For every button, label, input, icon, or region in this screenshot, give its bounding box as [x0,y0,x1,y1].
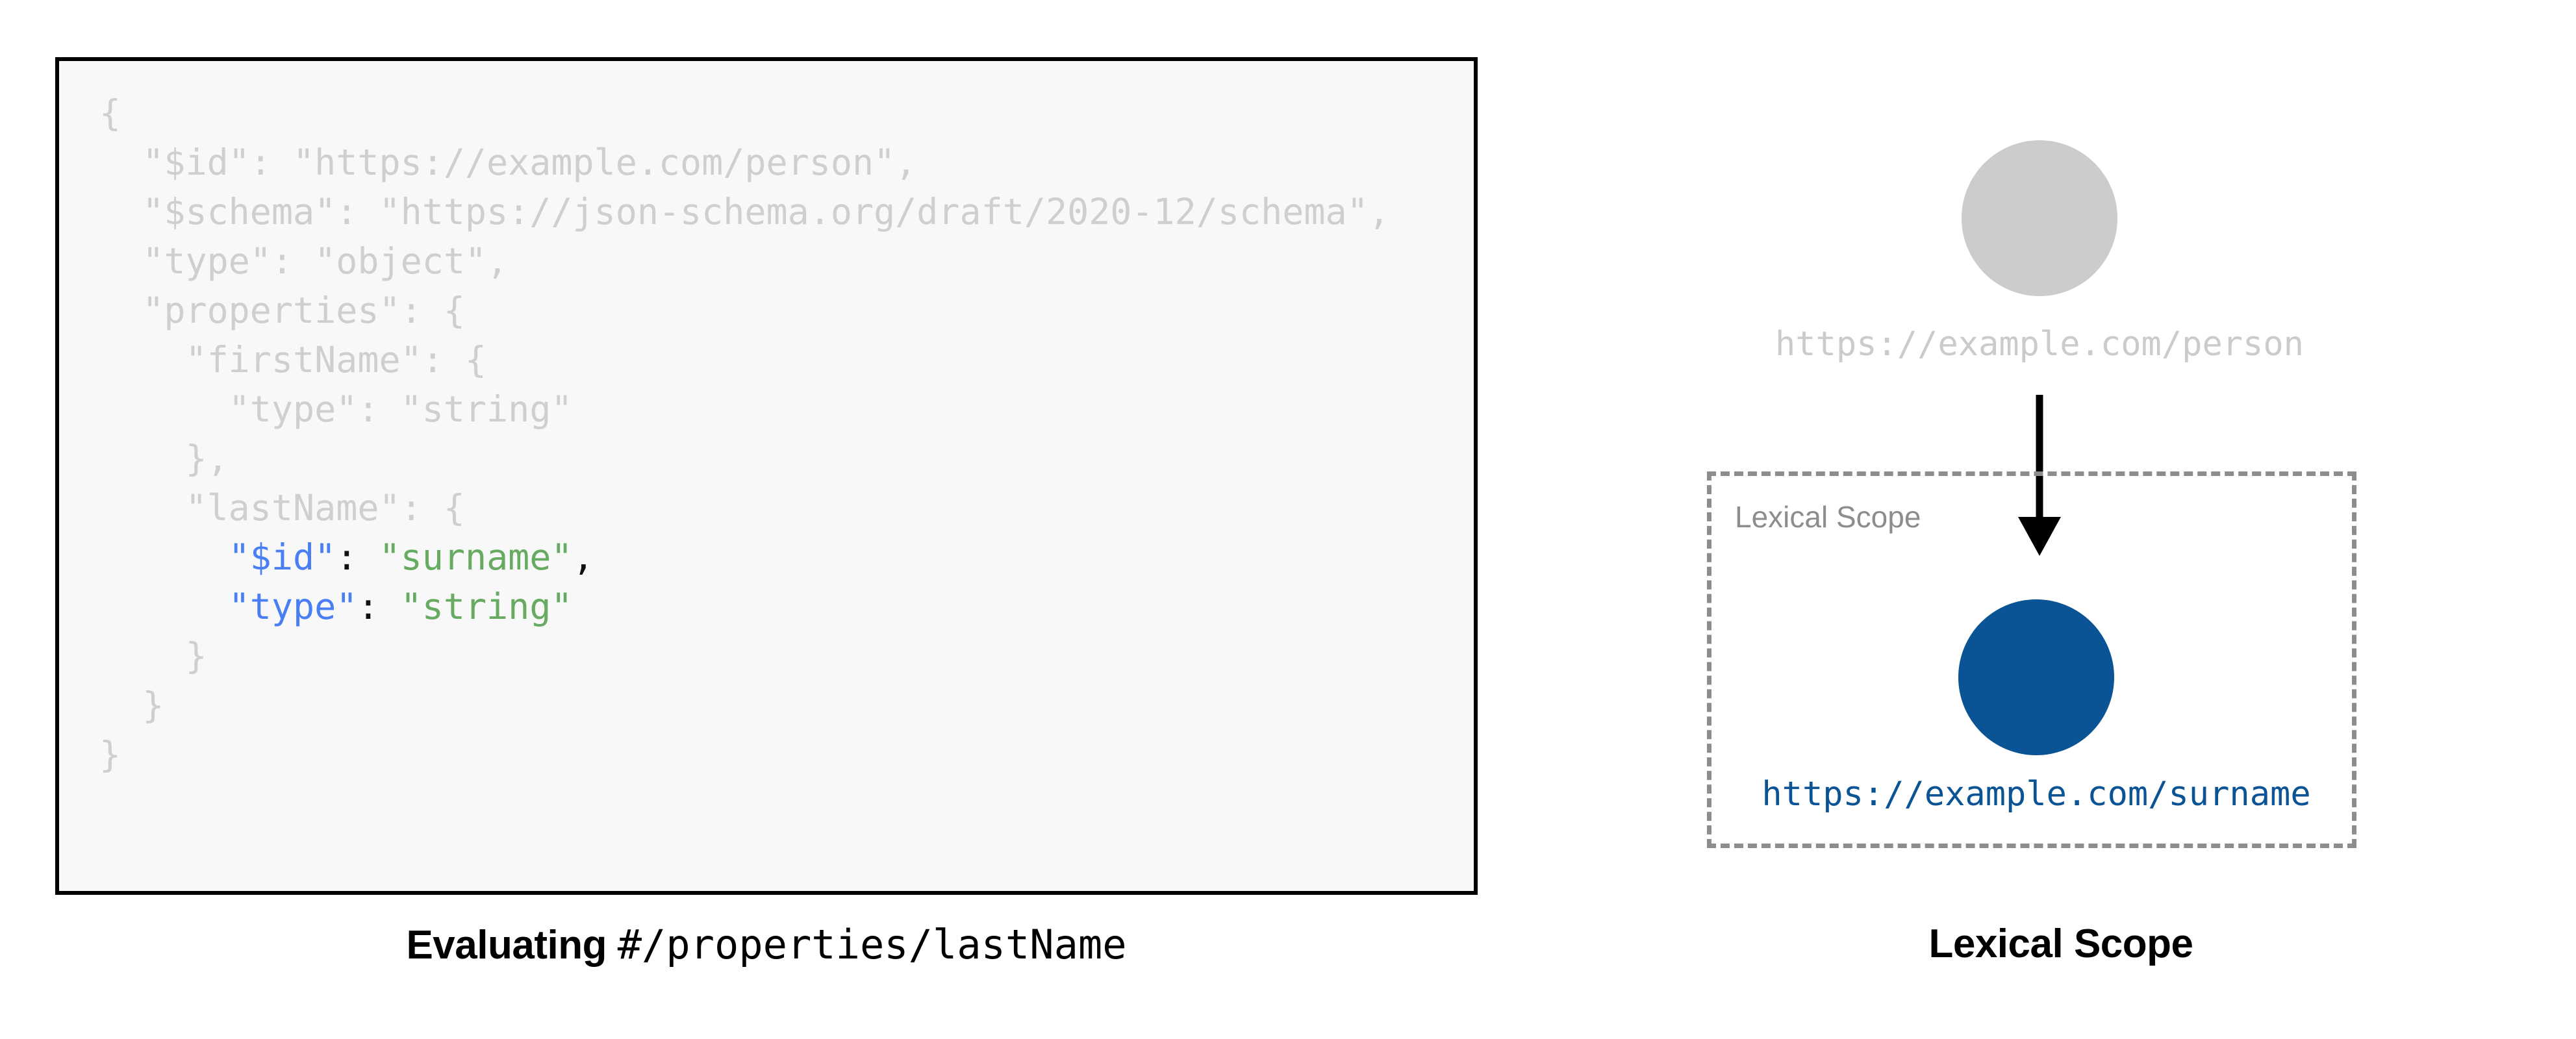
outer-schema-node-label: https://example.com/person [1775,325,2304,364]
code-indent [99,536,229,578]
code-indent [99,142,142,183]
schema-code-panel: { "$id": "https://example.com/person", "… [55,57,1478,968]
code-token: "$id": "https://example.com/person", [142,142,917,183]
left-caption-pointer: #/properties/lastName [617,921,1127,968]
code-line: "$schema": "https://json-schema.org/draf… [99,187,1390,236]
code-indent [99,290,142,331]
code-line: "type": "string" [99,384,1390,434]
inner-schema-node-label: https://example.com/surname [1762,775,2311,814]
lexical-scope-box-label: Lexical Scope [1735,500,1921,534]
code-token: "firstName": { [185,339,487,381]
code-indent [99,339,185,381]
code-line: "properties": { [99,286,1390,335]
code-line: "type": "object", [99,236,1390,286]
code-line: } [99,681,1390,730]
code-indent [99,438,185,479]
code-token: "type": "string" [228,388,573,430]
code-token: }, [185,438,229,479]
code-indent [99,240,142,282]
code-token: } [185,635,207,677]
code-line: "firstName": { [99,335,1390,384]
code-token: , [572,536,594,578]
code-token: : [336,536,379,578]
code-line: } [99,730,1390,779]
code-token: "type": "object", [142,240,509,282]
code-token: "string" [400,586,573,627]
lexical-scope-diagram-panel: https://example.com/person Lexical Scope… [1546,0,2576,1039]
code-token: "surname" [379,536,573,578]
code-token: } [99,734,121,775]
code-indent [99,487,185,529]
code-line: { [99,88,1390,138]
code-line: }, [99,434,1390,483]
code-line: "type": "string" [99,582,1390,631]
code-line: "lastName": { [99,483,1390,532]
left-caption-label: Evaluating [406,923,607,968]
json-schema-code-listing: { "$id": "https://example.com/person", "… [99,88,1390,779]
code-indent [99,191,142,232]
code-token: { [99,92,121,134]
code-token: "lastName": { [185,487,465,529]
right-caption: Lexical Scope [1928,921,2193,966]
code-token: "$schema": "https://json-schema.org/draf… [142,191,1390,232]
code-line: "$id": "https://example.com/person", [99,138,1390,187]
code-line: "$id": "surname", [99,532,1390,582]
code-token: "$id" [228,536,336,578]
code-token: "properties": { [142,290,465,331]
code-line: } [99,631,1390,681]
code-token: "type" [228,586,358,627]
lexical-scope-box: Lexical Scope https://example.com/surnam… [1707,471,2356,848]
code-indent [99,388,229,430]
inner-schema-node-circle [1958,599,2114,755]
left-caption: Evaluating #/properties/lastName [55,921,1478,968]
code-indent [99,684,142,726]
code-indent [99,586,229,627]
outer-schema-node-circle [1962,140,2117,296]
code-token: } [142,684,164,726]
code-token: : [357,586,401,627]
code-indent [99,635,185,677]
json-schema-code-block: { "$id": "https://example.com/person", "… [55,57,1478,895]
